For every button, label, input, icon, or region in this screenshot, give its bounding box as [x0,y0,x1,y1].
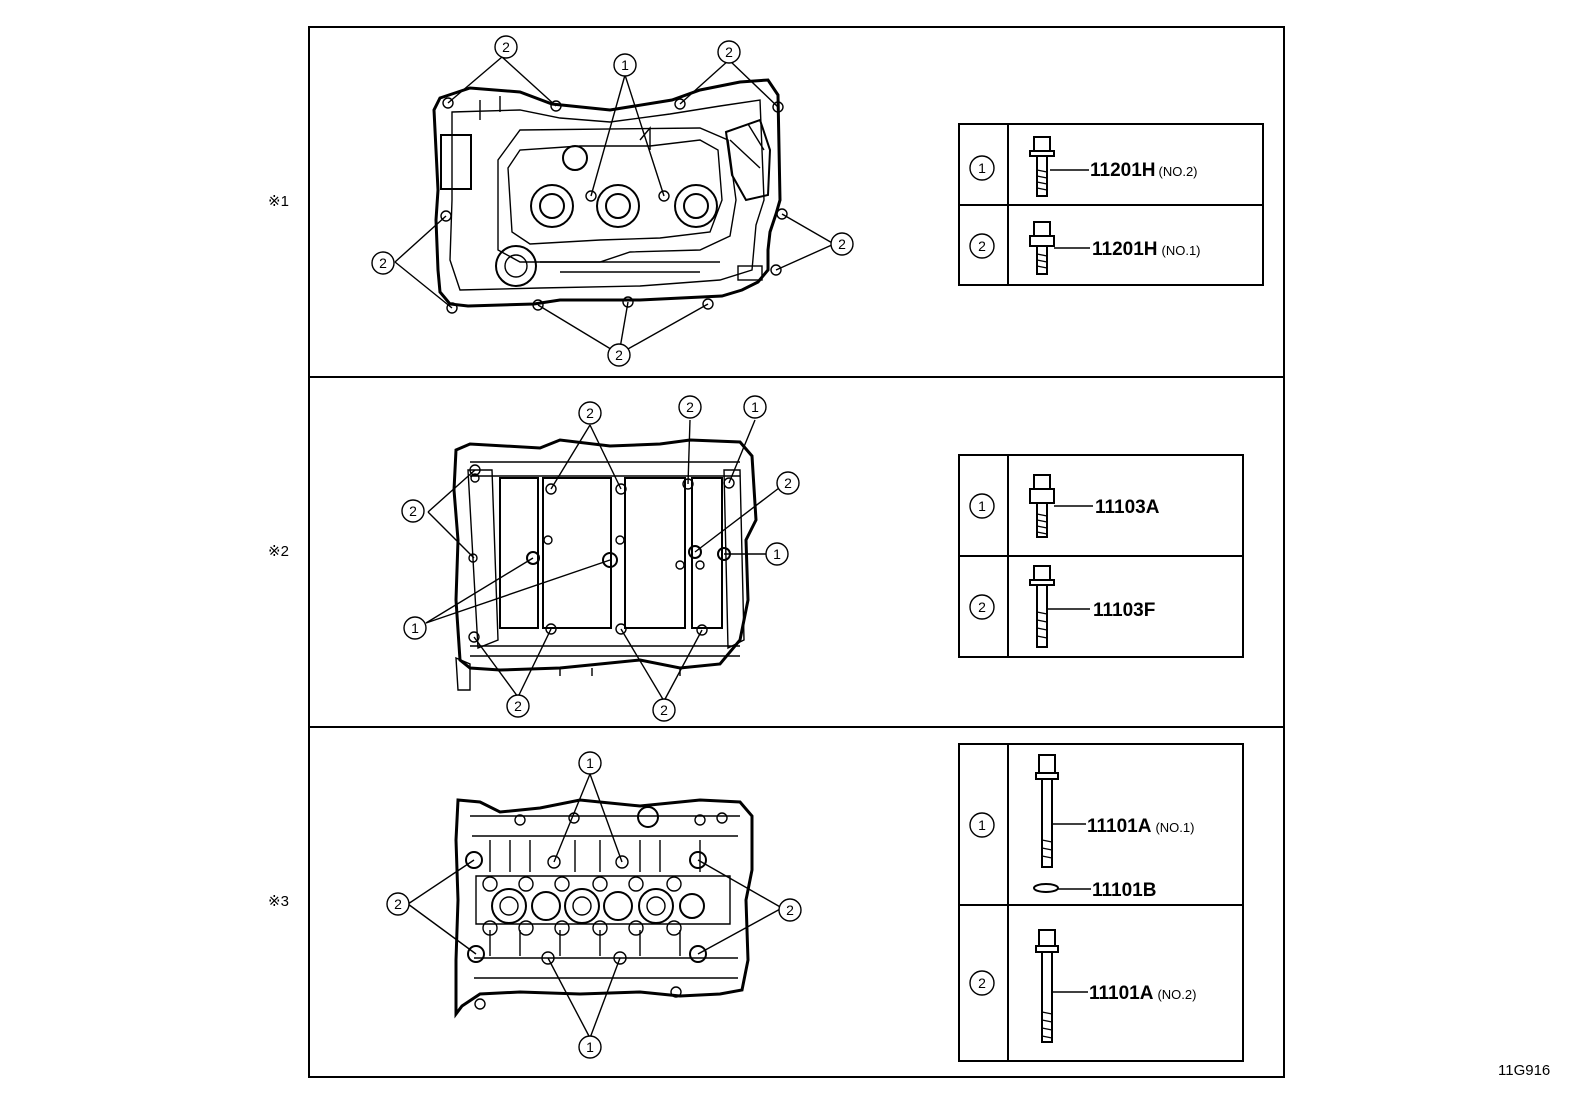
svg-text:2: 2 [409,503,417,519]
svg-text:2: 2 [978,975,986,991]
callout-bubbles-3: 1 2 2 1 [386,751,802,1059]
callout-bubbles-1: 2 2 1 2 2 2 [371,35,854,367]
legend-table-2: 1 2 11103A 11103F [958,454,1244,658]
svg-text:1: 1 [978,817,986,833]
svg-text:2: 2 [786,902,794,918]
leader-lines-2 [425,419,780,702]
svg-text:2: 2 [725,44,733,60]
section-marker-3: ※3 [268,893,289,910]
part-number: 11201H(NO.2) [1090,160,1198,181]
svg-text:2: 2 [586,405,594,421]
part-number: 11101A(NO.2) [1089,983,1196,1004]
section-marker-2: ※2 [268,543,289,560]
leader-lines-1 [394,56,835,355]
legend-table-1: 1 2 11201H(NO.2) 11201H(NO.1) [958,123,1264,286]
diagram-frame [308,26,1285,1078]
part-number: 11103F [1093,600,1155,621]
svg-text:1: 1 [978,498,986,514]
part-number: 11103A [1095,497,1160,518]
washer-icon [1033,883,1059,893]
svg-text:1: 1 [751,399,759,415]
svg-text:2: 2 [502,39,510,55]
svg-text:1: 1 [586,1039,594,1055]
svg-text:2: 2 [660,702,668,718]
svg-text:1: 1 [621,57,629,73]
svg-text:2: 2 [838,236,846,252]
svg-text:2: 2 [978,599,986,615]
part-number: 11201H(NO.1) [1092,239,1201,260]
svg-text:2: 2 [784,475,792,491]
leader-lines-3 [407,773,783,1039]
bolt-icon [1029,221,1055,275]
svg-text:2: 2 [615,347,623,363]
cylinder-block-drawing [452,438,758,691]
svg-text:1: 1 [978,160,986,176]
bolt-icon [1029,136,1055,197]
svg-text:1: 1 [411,620,419,636]
part-number: 11101A(NO.1) [1087,816,1194,837]
bolt-icon [1035,929,1059,1043]
svg-text:2: 2 [379,255,387,271]
diagram-code: 11G916 [1498,1062,1550,1079]
svg-text:2: 2 [978,238,986,254]
cylinder-head-drawing [454,798,754,1019]
legend-table-3: 1 2 11101A(NO.1) 11101B 11101A(NO.2) [958,743,1244,1062]
svg-text:1: 1 [586,755,594,771]
part-number: 11101B [1092,880,1156,901]
callout-bubbles-2: 2 2 1 2 2 1 1 2 2 [401,395,800,722]
bolt-icon [1029,474,1055,538]
svg-text:1: 1 [773,546,781,562]
svg-text:2: 2 [686,399,694,415]
bolt-icon [1029,565,1055,648]
section-marker-1: ※1 [268,193,289,210]
bolt-icon [1035,754,1059,868]
svg-text:2: 2 [514,698,522,714]
cylinder-head-cover-drawing [432,78,788,314]
svg-text:2: 2 [394,896,402,912]
